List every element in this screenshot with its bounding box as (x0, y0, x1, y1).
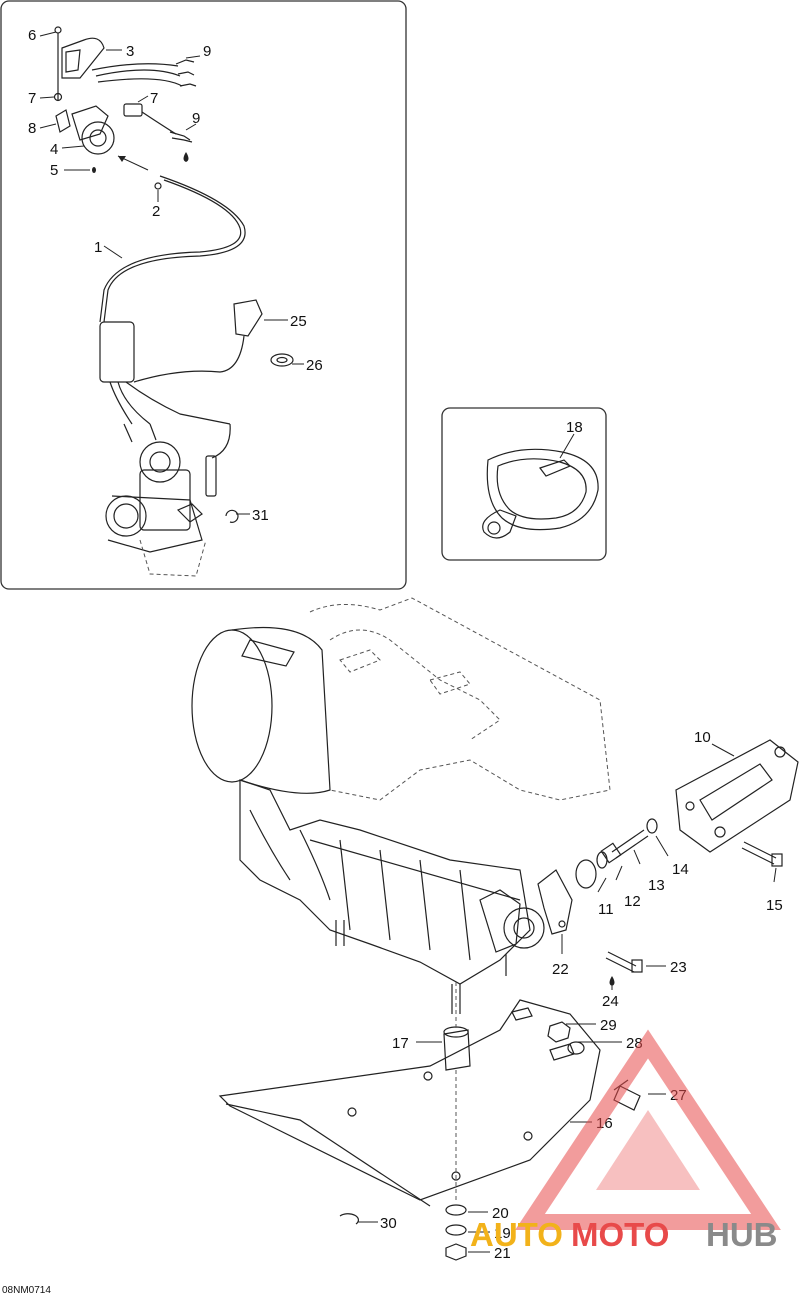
engine-mount-bracket: 10 (675, 729, 799, 853)
callout-11: 11 (598, 901, 614, 918)
callout-5: 5 (50, 162, 58, 179)
starter-handle-panel: 18 (441, 407, 607, 561)
callout-26: 26 (306, 357, 323, 374)
callout-17: 17 (392, 1035, 409, 1052)
warning-triangle-icon (515, 1029, 781, 1230)
callout-24: 24 (602, 993, 619, 1010)
callout-13: 13 (648, 877, 665, 894)
callout-15: 15 (766, 897, 783, 914)
watermark-auto: AUTO (470, 1216, 563, 1253)
callout-7-washer: 7 (28, 90, 36, 107)
watermark-hub: HUB (706, 1216, 778, 1253)
callout-9-upper: 9 (203, 43, 211, 60)
callout-30: 30 (380, 1215, 397, 1232)
callout-20: 20 (492, 1205, 509, 1222)
callout-10: 10 (694, 729, 711, 746)
callout-7-switch: 7 (150, 90, 158, 107)
callout-31: 31 (252, 507, 269, 524)
callout-21: 21 (494, 1245, 511, 1262)
callout-3: 3 (126, 43, 134, 60)
callout-8: 8 (28, 120, 36, 137)
callout-12: 12 (624, 893, 641, 910)
callout-29: 29 (600, 1017, 617, 1034)
callout-2: 2 (152, 203, 160, 220)
throttle-cable-panel: 6 3 9 7 7 9 8 4 5 2 1 25 26 31 (0, 0, 407, 590)
mount-hardware: 11 12 13 14 15 22 23 24 (537, 818, 783, 1010)
callout-18: 18 (566, 419, 583, 436)
callout-25: 25 (290, 313, 307, 330)
callout-9-lower: 9 (192, 110, 200, 127)
callout-19: 19 (494, 1225, 511, 1242)
callout-14: 14 (672, 861, 689, 878)
watermark-moto: MOTO (571, 1216, 669, 1253)
callout-23: 23 (670, 959, 687, 976)
callout-22: 22 (552, 961, 569, 978)
callout-4: 4 (50, 141, 58, 158)
callout-6: 6 (28, 27, 36, 44)
callout-1: 1 (94, 239, 102, 256)
diagram-code: 08NM0714 (2, 1285, 51, 1296)
automotohub-watermark: AUTO MOTO HUB (470, 1029, 781, 1253)
engine-assembly (191, 597, 611, 1014)
